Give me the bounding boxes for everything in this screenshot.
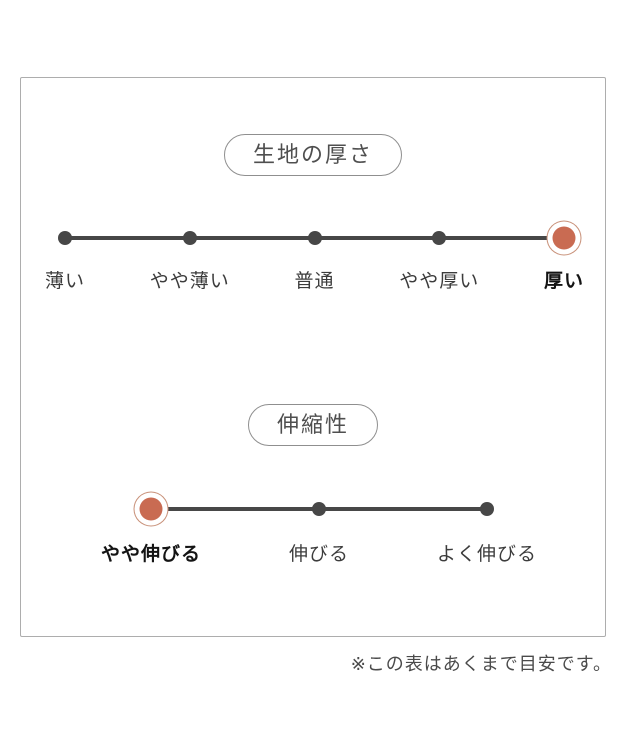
stretch-title: 伸縮性 (276, 412, 350, 437)
stretch-title-pill: 伸縮性 (247, 404, 379, 446)
thickness-dot-2 (182, 231, 197, 245)
stretch-label-stretch: 伸びる (288, 544, 350, 565)
thickness-labels: 薄い やや薄い 普通 やや厚い 厚い (45, 271, 583, 296)
stretch-label-very-stretch: よく伸びる (436, 544, 538, 565)
footnote: ※この表はあくまで目安です。 (350, 654, 612, 674)
thickness-title: 生地の厚さ (252, 142, 374, 167)
thickness-dot-1 (58, 231, 72, 245)
stretch-labels: やや伸びる 伸びる よく伸びる (101, 544, 536, 569)
thickness-dot-3 (307, 231, 322, 245)
thickness-label-normal: 普通 (294, 271, 335, 292)
thickness-title-pill: 生地の厚さ (223, 134, 403, 176)
thickness-dot-selected (552, 226, 576, 250)
stretch-dot-3 (480, 502, 494, 516)
stretch-dot-2 (312, 502, 326, 516)
thickness-label-rather-thin: やや薄い (149, 271, 230, 292)
spec-panel: 生地の厚さ 薄い やや薄い 普通 やや厚い 厚い 伸縮性 やや伸 (20, 77, 606, 637)
thickness-label-rather-thick: やや厚い (399, 271, 480, 292)
stretch-dot-selected (139, 497, 163, 521)
thickness-label-thin: 薄い (44, 271, 86, 292)
thickness-label-thick-selected: 厚い (543, 271, 585, 292)
stretch-label-slight-selected: やや伸びる (100, 544, 202, 565)
thickness-dot-4 (432, 231, 447, 245)
